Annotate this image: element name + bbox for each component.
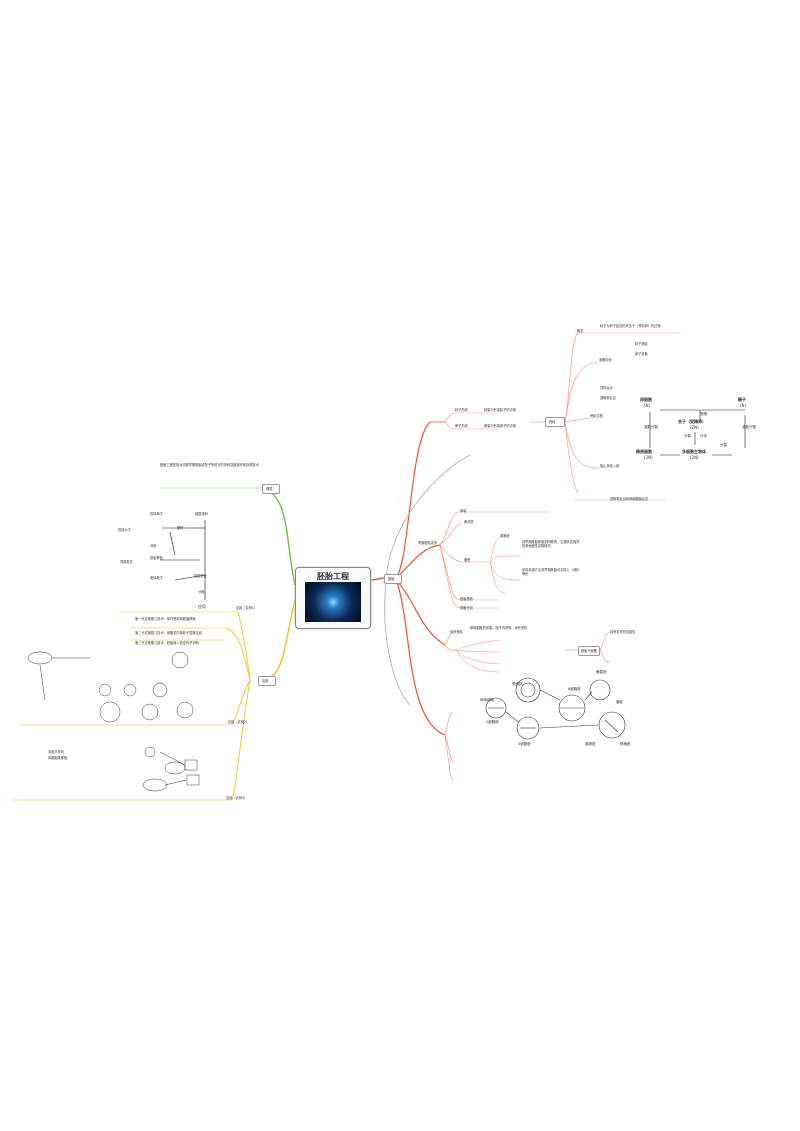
edge-basics-early	[395, 544, 441, 579]
node-prep-1: 精子获能	[635, 342, 648, 346]
cycle-zygote: 合子（受精卵）	[678, 419, 706, 424]
node-stage1: 卵裂	[460, 509, 467, 513]
flow-step-6: 妊娠检查	[194, 574, 207, 578]
embryo-l7: 原肠胚	[585, 742, 596, 746]
clone-sketch	[142, 746, 200, 792]
flow-step-5: 受体母牛	[150, 576, 163, 580]
clone-note: 体细胞核移植	[48, 756, 68, 760]
node-def[interactable]: 概念	[577, 329, 584, 333]
node-early[interactable]: 早期胚胎发育	[418, 541, 438, 545]
branch-application-label: 应用	[262, 679, 269, 683]
node-egg-note: 卵巢中形成卵子的过程	[484, 424, 516, 428]
node-stem-box[interactable]: 胚胎干细胞	[578, 646, 600, 656]
edge-basics-split	[395, 579, 446, 736]
embryo-diagram	[485, 677, 626, 740]
node-prep[interactable]: 准备阶段	[599, 358, 612, 362]
node-group[interactable]: 受精	[545, 417, 565, 427]
flow-side-a: 供体公牛	[118, 528, 131, 532]
node-barrier-text: 透明带反应和卵细胞膜反应	[610, 497, 649, 501]
node-group-label: 受精	[549, 420, 556, 424]
node-stem: 胚胎干细胞	[581, 649, 597, 653]
embryo-l8: 移植胚	[620, 742, 631, 746]
cycle-div1: 分裂	[684, 434, 691, 438]
case3-label: 应用（实例3）	[226, 796, 248, 800]
cycle-sperm: 精子	[738, 397, 746, 402]
edge-grey-a	[385, 454, 471, 581]
branch-application[interactable]: 应用	[258, 676, 276, 686]
embryo-l0: 卵母细胞	[480, 698, 494, 702]
case1-label: 应用（实例1）	[236, 606, 258, 610]
flow-sketch	[160, 520, 206, 600]
cycle-meiosis2: 减数分裂	[742, 425, 756, 429]
cycle-mother: 精原细胞	[636, 449, 652, 454]
node-stage4: 原肠胚	[500, 534, 510, 538]
clone-label: 克隆羊多利	[48, 750, 64, 754]
edge-center-green	[261, 487, 296, 586]
cycle-mother-n: (2N)	[644, 455, 653, 460]
central-topic-image	[305, 582, 361, 622]
embryo-l1: 受精卵	[512, 682, 523, 686]
embryo-l2: 2细胞胚	[486, 720, 499, 724]
node-stage2: 桑葚胚	[464, 520, 474, 524]
flow-step-3: 冲卵	[150, 544, 157, 548]
node-sperm-note: 精巢中形成精子的过程	[484, 408, 516, 412]
ivf-sketch	[27, 651, 194, 723]
node-prep-2: 卵子准备	[635, 352, 648, 356]
edge-center-yellow	[264, 599, 296, 681]
embryo-l3: 4细胞胚	[518, 742, 531, 746]
node-sperm[interactable]: 精子形成	[455, 408, 468, 412]
node-stem-note: 具有发育的全能性	[610, 630, 636, 634]
text-c: 第三代试管婴儿技术：胚胎植入前遗传学诊断	[135, 641, 199, 645]
embryo-l4: 8细胞胚	[568, 687, 581, 691]
cycle-body: 多细胞生物体	[682, 449, 706, 454]
cycle-egg-n: (N)	[644, 403, 651, 408]
node-trans-note: 将早期胚胎移植到同种的、生理状态相同的其他雌性动物体内	[522, 540, 580, 548]
node-def-text: 精子与卵子结合形成合子（受精卵）的过程	[600, 324, 661, 328]
node-trans[interactable]: 胚胎移植	[460, 597, 473, 601]
flow-step-1: 超数排卵	[195, 512, 208, 516]
repro-cycle	[649, 409, 746, 456]
flow-title: 应用	[198, 604, 206, 609]
flow-step-2: 配种	[177, 526, 184, 530]
branch-basics-label: 基础	[388, 577, 395, 581]
flow-side-b: 同期发情	[120, 560, 133, 564]
cycle-div3: 分裂	[720, 443, 727, 447]
cycle-fertil: 受精	[700, 412, 707, 416]
node-egg[interactable]: 卵子形成	[455, 424, 468, 428]
node-pat-2: 透明带反应	[600, 396, 616, 400]
edge-grey-b	[384, 581, 411, 706]
cycle-body-n: (2N)	[690, 455, 699, 460]
note-green: 胚胎工程是指对动物早期胚胎或配子所进行的多种显微操作和处理技术	[160, 463, 259, 467]
branch-dream[interactable]: 理想	[262, 484, 280, 494]
cycle-egg: 卵细胞	[640, 397, 652, 402]
node-pat[interactable]: 受精过程	[590, 414, 603, 418]
flow-step-0: 供体母牛	[150, 512, 163, 516]
case2-label: 应用（实例2）	[228, 720, 250, 724]
flow-step-7: 分娩	[198, 590, 205, 594]
node-split-note: 采用机械方法将早期胚胎切割成2、4或8等份	[522, 568, 580, 576]
cycle-div2: 分化	[700, 434, 707, 438]
embryo-l6: 囊胚	[616, 700, 623, 704]
node-pat-1: 顶体反应	[600, 386, 613, 390]
text-a: 第一代试管婴儿技术：体外受精和胚胎移植	[135, 617, 196, 621]
node-barrier[interactable]: 阻止多精入卵	[600, 464, 620, 468]
node-ivf-note: 卵母细胞的采集、精子的获取、体外受精	[470, 626, 528, 630]
cycle-meiosis1: 减数分裂	[644, 425, 658, 429]
node-stage3: 囊胚	[464, 558, 471, 562]
cycle-zygote-n: (2N)	[690, 425, 699, 430]
central-topic[interactable]: 胚胎工程	[295, 567, 371, 629]
edge-basics-fertil	[395, 421, 431, 579]
cycle-sperm-n: (N)	[740, 403, 747, 408]
text-b: 第二代试管婴儿技术：卵胞浆内单精子显微注射	[135, 631, 202, 635]
edge-basics-trans	[395, 579, 446, 646]
embryo-l5: 桑葚胚	[596, 670, 607, 674]
flow-step-4: 胚胎移植	[150, 556, 163, 560]
branch-dream-label: 理想	[266, 487, 273, 491]
node-split[interactable]: 胚胎分割	[460, 606, 473, 610]
node-ivf[interactable]: 体外受精	[450, 630, 463, 634]
branch-basics[interactable]: 基础	[384, 574, 402, 584]
central-topic-title: 胚胎工程	[317, 572, 349, 581]
